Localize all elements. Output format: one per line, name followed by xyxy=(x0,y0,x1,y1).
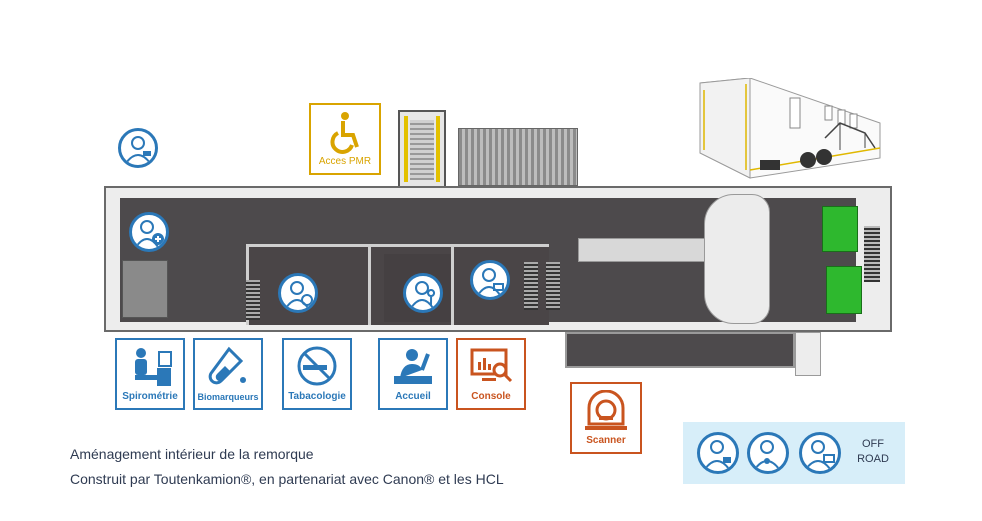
tabacologie-label: Tabacologie xyxy=(288,391,346,402)
lift-deck xyxy=(410,120,434,180)
floor-plan xyxy=(104,186,892,332)
test-tube-icon xyxy=(208,346,246,385)
biomarqueurs-tile: Biomarqueurs xyxy=(193,338,263,410)
specialist-icon xyxy=(285,281,313,309)
scanner-table xyxy=(578,238,710,262)
specialist-icon xyxy=(805,440,835,470)
spirometrie-label: Spirométrie xyxy=(122,391,178,402)
no-smoking-icon xyxy=(297,346,337,386)
offroad-nurse-badge xyxy=(747,432,789,474)
ct-scanner-icon xyxy=(585,390,627,430)
offroad-label-1: OFF xyxy=(862,438,884,450)
ramp-block xyxy=(458,128,578,186)
console-monitor-icon xyxy=(470,348,513,383)
spirometrie-tile: Spirométrie xyxy=(115,338,185,410)
scanner-label: Scanner xyxy=(586,435,626,446)
caption-line-1: Aménagement intérieur de la remorque xyxy=(70,446,314,462)
pmr-lift-platform xyxy=(398,110,446,188)
acces-pmr-label: Acces PMR xyxy=(318,156,372,167)
doctor-badge-top xyxy=(118,128,158,168)
offroad-doctor-badge xyxy=(697,432,739,474)
trailer-thumbnail xyxy=(690,77,890,188)
equipment-rack-1 xyxy=(246,280,260,320)
scanner-tile: Scanner xyxy=(570,382,642,454)
offroad-specialist-badge xyxy=(799,432,841,474)
acces-pmr-tile: Acces PMR xyxy=(309,103,381,175)
scanner-bay xyxy=(565,332,795,368)
console-tile: Console xyxy=(456,338,526,410)
vent-grille xyxy=(864,226,880,282)
wheelchair-icon xyxy=(330,112,359,154)
trailer-illustration xyxy=(699,77,881,179)
accueil-tile: Accueil xyxy=(378,338,448,410)
equipment-rack-2 xyxy=(524,262,538,310)
workstation-desk xyxy=(122,260,168,318)
tabacology-specialist-badge xyxy=(278,273,318,313)
scanner-bay-side xyxy=(795,332,821,376)
offroad-label-2: ROAD xyxy=(857,453,889,465)
scanner-gantry xyxy=(704,194,770,324)
lift-rail-left xyxy=(404,116,408,182)
nurse-icon xyxy=(135,220,164,248)
receptionist-badge xyxy=(403,273,443,313)
receptionist-icon xyxy=(410,281,436,309)
spirometry-icon xyxy=(135,348,172,386)
offroad-panel: OFF ROAD xyxy=(683,422,905,484)
green-cabinet-top xyxy=(822,206,858,252)
caption-line-2: Construit par Toutenkamion®, en partenar… xyxy=(70,471,504,487)
nurse-badge xyxy=(129,212,169,252)
doctor-icon xyxy=(704,440,731,470)
reception-icon xyxy=(394,349,432,384)
doctor-icon xyxy=(125,136,151,164)
console-operator-badge xyxy=(470,260,510,300)
nurse-icon xyxy=(754,440,780,470)
equipment-rack-3 xyxy=(546,262,560,310)
accueil-label: Accueil xyxy=(395,391,431,402)
operator-icon xyxy=(477,268,504,296)
green-cabinet-bottom xyxy=(826,266,862,314)
biomarqueurs-label: Biomarqueurs xyxy=(197,392,259,402)
console-label: Console xyxy=(471,391,511,402)
lift-rail-right xyxy=(436,116,440,182)
tabacologie-tile: Tabacologie xyxy=(282,338,352,410)
